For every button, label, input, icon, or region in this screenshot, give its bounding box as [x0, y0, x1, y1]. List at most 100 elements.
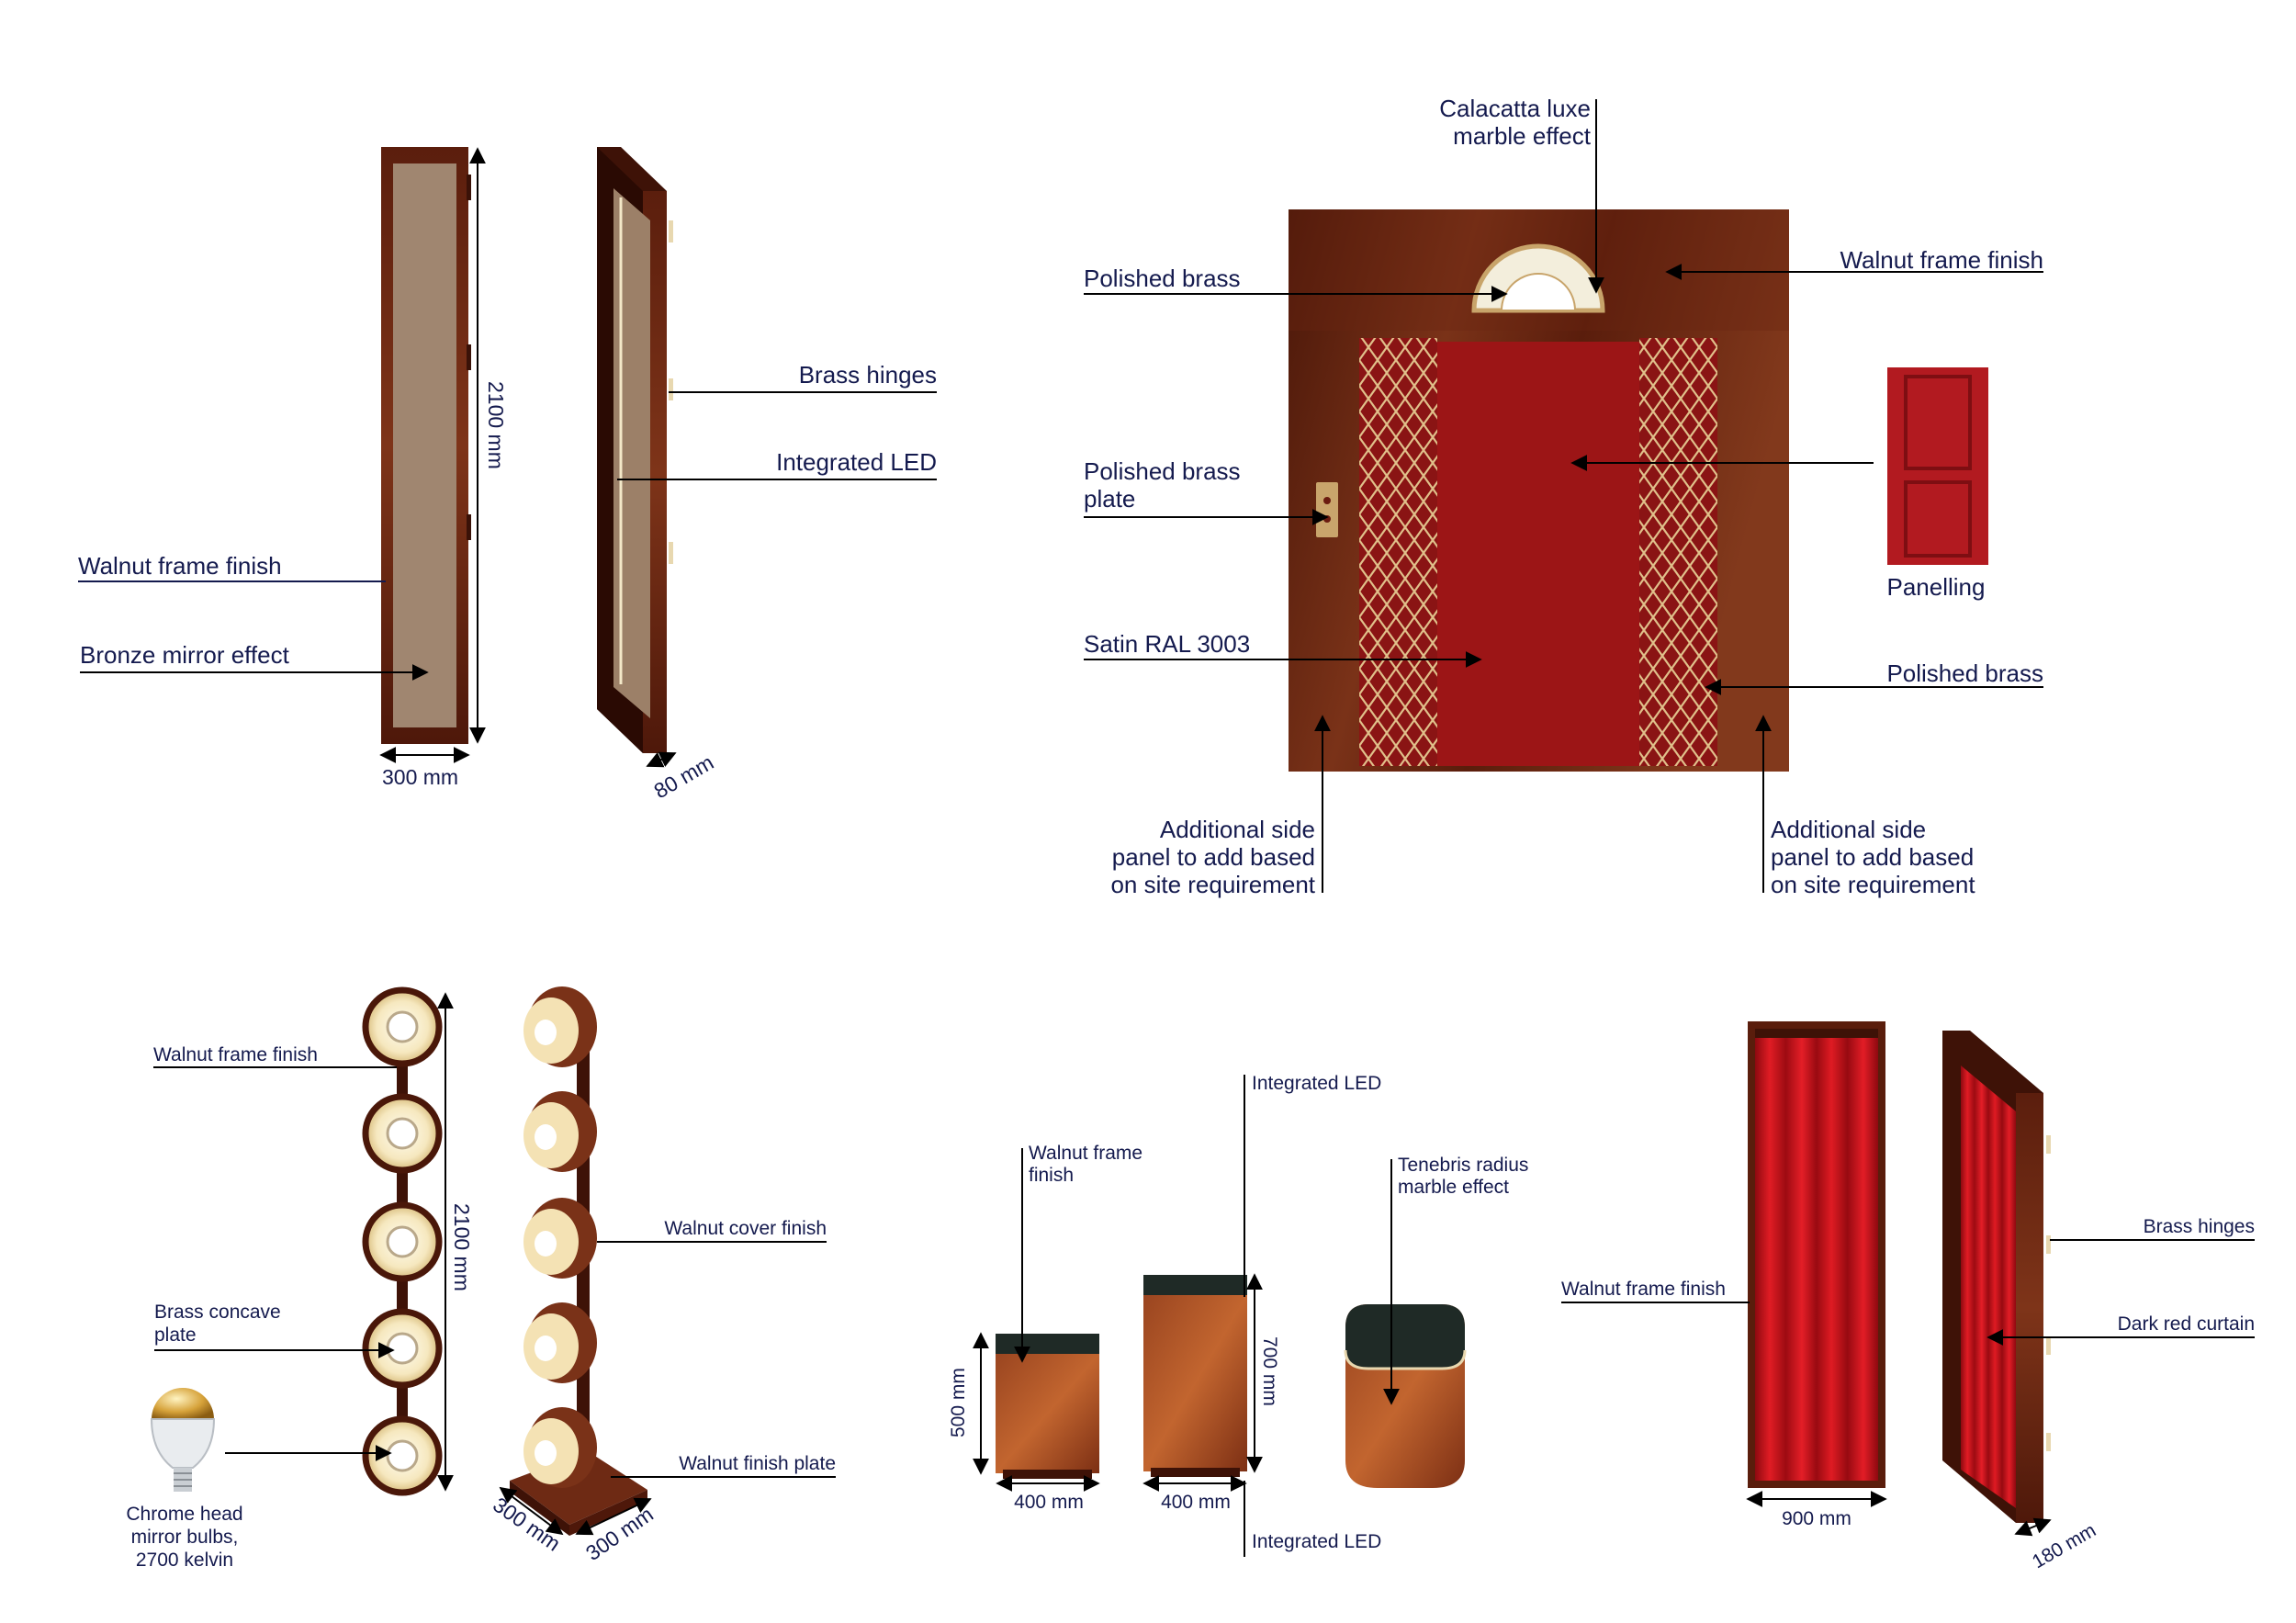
mirror-width-dimension: 300 mm [379, 747, 470, 789]
panelling-swatch [1887, 367, 1988, 565]
lamp-cover-5 [523, 1407, 597, 1488]
label-brass-hinges-curtain: Brass hinges [2144, 1216, 2255, 1237]
lamp-head-4 [362, 1308, 443, 1389]
mirror-width-label: 300 mm [382, 765, 458, 789]
label-walnut-plate: Walnut finish plate [679, 1453, 836, 1474]
label-dim-400b: 400 mm [1161, 1492, 1231, 1513]
label-walnut-cover: Walnut cover finish [664, 1218, 827, 1239]
mirror-depth-dimension: 80 mm [646, 750, 718, 804]
label-dim-700: 700 mm [1259, 1336, 1280, 1406]
callout-walnut-frame-lamp: Walnut frame finish [153, 1044, 397, 1068]
callout-walnut-cover: Walnut cover finish [597, 1218, 827, 1243]
label-tenebris-1: Tenebris radius [1398, 1155, 1528, 1176]
callout-satin: Satin RAL 3003 [1084, 630, 1482, 668]
curtain-perspective-view [1942, 1031, 2051, 1523]
label-satin: Satin RAL 3003 [1084, 630, 1250, 658]
lamp-height-label: 2100 mm [450, 1203, 474, 1291]
label-side-left-1: Additional side [1160, 816, 1315, 843]
callout-brass-hinges-curtain: Brass hinges [2050, 1216, 2255, 1241]
callout-dark-red-curtain: Dark red curtain [1986, 1313, 2255, 1346]
label-polished-brass-right: Polished brass [1886, 659, 2043, 687]
lamp-cover-2 [523, 1091, 597, 1172]
label-integrated-led-mirror: Integrated LED [776, 448, 937, 476]
callout-walnut-frame-curtain: Walnut frame finish [1561, 1279, 1750, 1303]
label-dim-400a: 400 mm [1014, 1492, 1084, 1513]
label-walnut-frame-table-2: finish [1029, 1165, 1074, 1186]
table-rounded [1344, 1304, 1467, 1488]
callout-polished-brass-top: Polished brass [1084, 265, 1508, 302]
lift-door-elevation [1289, 209, 1789, 772]
label-integrated-led-bottom: Integrated LED [1252, 1531, 1381, 1552]
callout-integrated-led-mirror: Integrated LED [617, 448, 937, 480]
curtain-front-view [1748, 1021, 1885, 1488]
callout-polished-brass-right: Polished brass [1705, 659, 2043, 695]
curtain-width-dimension: 900 mm [1746, 1491, 1887, 1529]
lamp-head-3 [362, 1201, 443, 1282]
callout-integrated-led-top: Integrated LED [1244, 1073, 1381, 1297]
label-bulb-line1: Chrome head [126, 1504, 242, 1525]
label-dark-red-curtain: Dark red curtain [2118, 1313, 2255, 1335]
callout-walnut-frame-mirror: Walnut frame finish [78, 552, 386, 582]
mirror-perspective-view [597, 147, 673, 753]
table-tall [1143, 1275, 1247, 1477]
label-side-right-3: on site requirement [1771, 871, 1975, 898]
lamp-head-5 [362, 1415, 443, 1496]
callout-walnut-frame-door: Walnut frame finish [1665, 246, 2043, 280]
label-brass-plate-line2: plate [1084, 485, 1135, 513]
callout-integrated-led-bottom: Integrated LED [1244, 1481, 1381, 1557]
label-brass-hinges-mirror: Brass hinges [799, 361, 937, 389]
label-calacatta-line1: Calacatta luxe [1439, 95, 1591, 122]
label-brass-plate-line1: Polished brass [1084, 457, 1241, 485]
lamp-head-1 [362, 986, 443, 1067]
label-bulb-line2: mirror bulbs, [131, 1527, 239, 1548]
label-curtain-width: 900 mm [1782, 1508, 1851, 1529]
callout-brass-hinges-mirror: Brass hinges [669, 361, 937, 393]
lamp-cover-3 [523, 1198, 597, 1279]
callout-walnut-plate: Walnut finish plate [611, 1453, 836, 1478]
callout-side-panel-right: Additional side panel to add based on si… [1755, 715, 1975, 898]
lamp-perspective-view [510, 986, 647, 1536]
mirror-depth-label: 80 mm [650, 750, 718, 804]
label-walnut-frame-lamp: Walnut frame finish [153, 1044, 318, 1065]
label-tenebris-2: marble effect [1398, 1177, 1509, 1198]
label-integrated-led-top: Integrated LED [1252, 1073, 1381, 1094]
bulb-illustration [150, 1388, 216, 1492]
lamp-height-dimension: 2100 mm [437, 992, 474, 1492]
label-curtain-depth: 180 mm [2029, 1519, 2099, 1572]
label-walnut-frame-mirror: Walnut frame finish [78, 552, 282, 580]
callout-side-panel-left: Additional side panel to add based on si… [1110, 715, 1331, 898]
label-calacatta-line2: marble effect [1453, 122, 1592, 150]
label-brass-concave-line2: plate [154, 1324, 197, 1346]
curtain-depth-dimension: 180 mm [2014, 1517, 2099, 1572]
mirror-front-view [381, 147, 471, 744]
callout-bulb: Chrome head mirror bulbs, 2700 kelvin [126, 1445, 392, 1571]
label-walnut-frame-door: Walnut frame finish [1840, 246, 2043, 274]
mirror-height-label: 2100 mm [484, 381, 508, 469]
label-side-right-2: panel to add based [1771, 843, 1974, 871]
label-side-left-3: on site requirement [1110, 871, 1315, 898]
lamp-cover-1 [523, 986, 597, 1067]
callout-walnut-frame-table: Walnut frame finish [1014, 1143, 1142, 1363]
label-bulb-line3: 2700 kelvin [136, 1550, 233, 1571]
callout-calacatta: Calacatta luxe marble effect [1439, 95, 1604, 294]
callout-bronze-mirror: Bronze mirror effect [80, 641, 429, 681]
label-polished-brass-top: Polished brass [1084, 265, 1241, 292]
callout-panelling: Panelling [1570, 455, 1986, 601]
label-brass-concave-line1: Brass concave [154, 1302, 281, 1323]
callout-brass-concave: Brass concave plate [154, 1302, 395, 1358]
lamp-head-2 [362, 1093, 443, 1174]
label-dim-500: 500 mm [948, 1368, 969, 1437]
callout-brass-plate: Polished brass plate [1084, 457, 1329, 525]
label-walnut-frame-table-1: Walnut frame [1029, 1143, 1142, 1164]
label-side-right-1: Additional side [1771, 816, 1926, 843]
callout-tenebris: Tenebris radius marble effect [1383, 1155, 1528, 1405]
table-small [996, 1334, 1099, 1479]
lamp-front-view [362, 986, 443, 1496]
table-dimensions: 500 mm 700 mm 400 mm 400 mm [948, 1273, 1280, 1513]
label-walnut-frame-curtain: Walnut frame finish [1561, 1279, 1726, 1300]
mirror-height-dimension: 2100 mm [469, 147, 508, 744]
lamp-cover-4 [523, 1302, 597, 1383]
label-panelling: Panelling [1887, 573, 1986, 601]
label-side-left-2: panel to add based [1112, 843, 1315, 871]
